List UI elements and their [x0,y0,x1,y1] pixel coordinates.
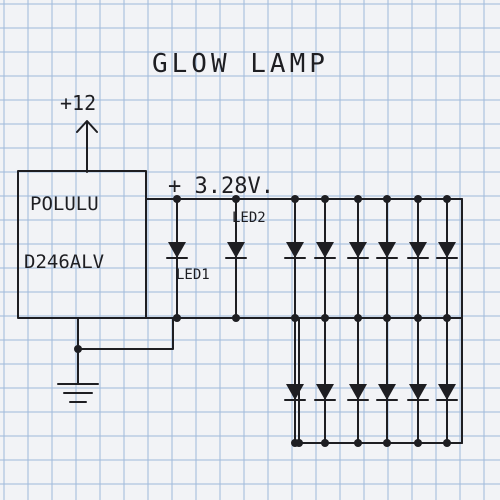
led-diode-icon [166,242,188,259]
led-diodes [166,242,458,401]
junction-dot [321,439,329,447]
led-diode-icon [347,242,369,259]
led-diode-icon [225,242,247,259]
junction-dot [354,314,362,322]
diode-triangle [286,384,304,400]
led-diode-icon [436,242,458,259]
led-diode-icon [407,384,429,401]
junction-dot [414,439,422,447]
diode-triangle [438,384,456,400]
junction-dot [383,439,391,447]
led2-label: LED2 [232,210,266,226]
junction-dot [414,195,422,203]
led-diode-icon [284,384,306,401]
junction-dot [291,314,299,322]
diode-triangle [316,384,334,400]
junction-dot [321,195,329,203]
junction-dot [291,195,299,203]
junction-dot [443,439,451,447]
junction-dot [232,314,240,322]
diode-triangle [438,242,456,258]
junction-dot [443,195,451,203]
junction-dot [232,195,240,203]
supply-arrow-icon [76,120,98,173]
diode-triangle [378,384,396,400]
diode-triangle [349,242,367,258]
junction-dot [295,439,303,447]
junction-dot [443,314,451,322]
diode-triangle [409,242,427,258]
diode-triangle [168,242,186,258]
regulator-module-box [17,170,147,319]
junction-dot [173,195,181,203]
led-diode-icon [314,242,336,259]
led-diode-icon [376,242,398,259]
diode-triangle [349,384,367,400]
diode-triangle [227,242,245,258]
diode-triangle [409,384,427,400]
diode-triangle [286,242,304,258]
diagram-title: GLOW LAMP [152,49,329,79]
circuit-wiring [145,198,463,444]
junction-dot [321,314,329,322]
ground-symbol-icon [57,317,99,403]
output-voltage-label: + 3.28V. [168,174,274,199]
junction-dots [74,195,451,447]
led-diode-icon [407,242,429,259]
supply-voltage-label: +12 [60,91,96,115]
junction-dot [414,314,422,322]
led1-label: LED1 [176,267,210,283]
led-diode-icon [284,242,306,259]
led-diode-icon [347,384,369,401]
module-name-label: POLULU [30,193,99,215]
junction-dot [354,195,362,203]
junction-dot [383,314,391,322]
diode-triangle [316,242,334,258]
junction-dot [354,439,362,447]
led-diode-icon [436,384,458,401]
diode-triangle [378,242,396,258]
module-part-label: D246ALV [24,251,104,273]
ground-return-wire [77,317,174,350]
junction-dot [173,314,181,322]
junction-dot [383,195,391,203]
led-diode-icon [376,384,398,401]
junction-dot [74,345,82,353]
led-diode-icon [314,384,336,401]
